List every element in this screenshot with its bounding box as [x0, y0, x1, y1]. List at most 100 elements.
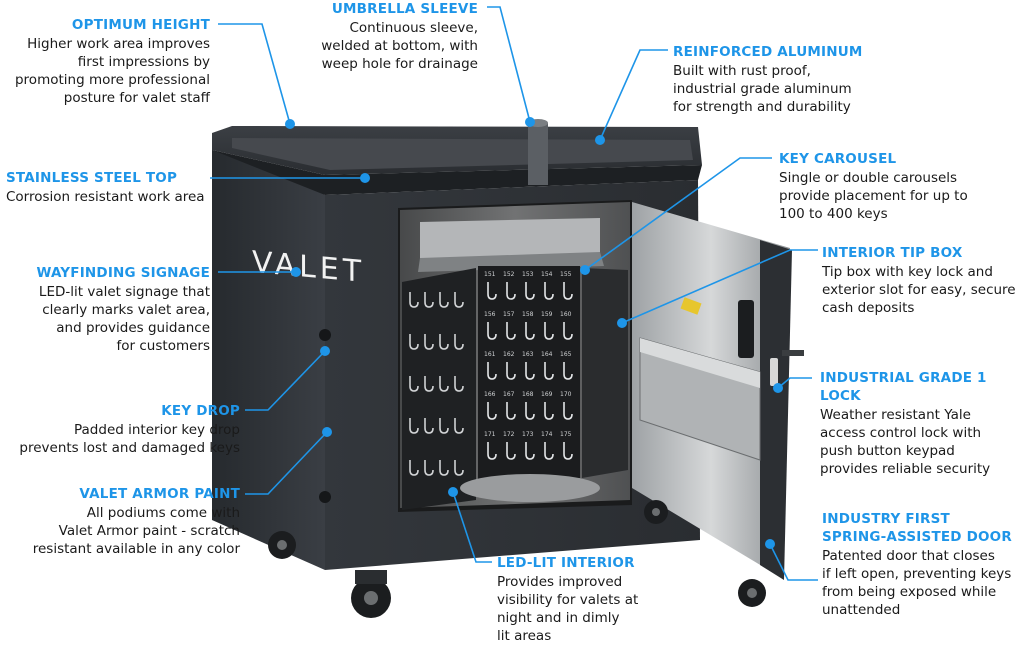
key-tag-number: 159: [541, 311, 553, 318]
key-hook: [454, 376, 464, 392]
key-hook: [487, 322, 497, 340]
key-tag-number: 153: [522, 271, 534, 278]
callout-title: UMBRELLA SLEEVE: [331, 1, 478, 17]
key-hook: [487, 402, 497, 420]
callout-optimum-height: OPTIMUM HEIGHT Higher work area improves…: [15, 16, 210, 107]
key-hook: [506, 322, 516, 340]
key-tag-number: 156: [484, 311, 496, 318]
key-hook: [424, 334, 434, 350]
key-tag-number: 168: [522, 391, 534, 398]
key-hook: [525, 362, 535, 380]
key-board-left: [402, 268, 476, 510]
key-hook: [409, 376, 419, 392]
callout-interior-tip-box: INTERIOR TIP BOX Tip box with key lock a…: [822, 244, 1016, 317]
callout-description: Single or double carousels provide place…: [779, 170, 968, 222]
key-tag-number: 172: [503, 431, 515, 438]
key-tag-number: 164: [541, 351, 553, 358]
callout-title: INTERIOR TIP BOX: [822, 245, 963, 261]
key-tag-number: 167: [503, 391, 515, 398]
key-hook: [454, 292, 464, 308]
callout-spring-door: INDUSTRY FIRST SPRING-ASSISTED DOOR Pate…: [822, 510, 1012, 619]
callout-led-lit-interior: LED-LIT INTERIOR Provides improved visib…: [497, 554, 638, 645]
callout-reinforced-aluminum: REINFORCED ALUMINUM Built with rust proo…: [673, 43, 863, 116]
key-tag-number: 173: [522, 431, 534, 438]
cabinet-top: [212, 126, 702, 195]
callout-title: OPTIMUM HEIGHT: [71, 17, 210, 33]
key-tag-number: 169: [541, 391, 553, 398]
key-tag-number: 175: [560, 431, 572, 438]
leader-lines: [210, 6, 818, 581]
callout-umbrella-sleeve: UMBRELLA SLEEVE Continuous sleeve, welde…: [321, 0, 478, 73]
key-hook: [487, 282, 497, 300]
key-tag-number: 165: [560, 351, 572, 358]
key-hook: [424, 376, 434, 392]
key-hook: [439, 292, 449, 308]
key-hook: [409, 418, 419, 434]
key-hook: [563, 362, 573, 380]
key-hook: [544, 322, 554, 340]
callout-description: Padded interior key drop prevents lost a…: [19, 422, 240, 456]
key-hook: [544, 282, 554, 300]
callout-title: INDUSTRIAL GRADE 1 LOCK: [820, 370, 987, 404]
key-hook: [506, 442, 516, 460]
callout-description: Corrosion resistant work area: [6, 189, 205, 205]
key-tag-number: 151: [484, 271, 496, 278]
key-tag-number: 162: [503, 351, 515, 358]
keypad-lock: [738, 300, 754, 358]
callout-key-carousel: KEY CAROUSEL Single or double carousels …: [779, 150, 968, 223]
key-tag-number: 170: [560, 391, 572, 398]
key-tag-number: 161: [484, 351, 496, 358]
callout-wayfinding-signage: WAYFINDING SIGNAGE LED-lit valet signage…: [36, 264, 210, 355]
key-hook: [487, 442, 497, 460]
key-hook: [454, 418, 464, 434]
key-hook: [424, 418, 434, 434]
callout-description: Higher work area improves first impressi…: [14, 36, 210, 106]
key-tag-number: 163: [522, 351, 534, 358]
key-hook: [409, 292, 419, 308]
key-hook: [454, 334, 464, 350]
key-hook: [525, 402, 535, 420]
key-hook: [439, 334, 449, 350]
key-carousel: [478, 266, 580, 488]
key-hook: [544, 402, 554, 420]
callout-key-drop: KEY DROP Padded interior key drop preven…: [19, 402, 240, 457]
callout-description: Provides improved visibility for valets …: [497, 574, 639, 644]
key-hook: [544, 362, 554, 380]
callout-description: Patented door that closes if left open, …: [822, 548, 1012, 618]
key-hook: [506, 402, 516, 420]
callout-stainless-steel-top: STAINLESS STEEL TOP Corrosion resistant …: [6, 169, 205, 206]
key-tag-number: 174: [541, 431, 553, 438]
key-hook: [409, 334, 419, 350]
key-hook: [525, 322, 535, 340]
caster-wheels: [268, 500, 766, 618]
callout-title: INDUSTRY FIRST SPRING-ASSISTED DOOR: [822, 511, 1012, 545]
key-hook: [439, 376, 449, 392]
key-hook: [439, 460, 449, 476]
key-hook: [525, 442, 535, 460]
key-tag-number: 152: [503, 271, 515, 278]
key-hook: [487, 362, 497, 380]
callout-title: WAYFINDING SIGNAGE: [36, 265, 210, 281]
key-tag-number: 166: [484, 391, 496, 398]
key-hook: [563, 402, 573, 420]
spring-assisted-door: [632, 202, 804, 580]
key-tag-number: 158: [522, 311, 534, 318]
callout-industrial-lock: INDUSTRIAL GRADE 1 LOCK Weather resistan…: [820, 369, 1024, 478]
key-hook: [563, 322, 573, 340]
key-hook: [506, 282, 516, 300]
key-tag-number: 160: [560, 311, 572, 318]
callout-description: All podiums come with Valet Armor paint …: [32, 505, 240, 557]
key-hook: [563, 442, 573, 460]
callout-description: Continuous sleeve, welded at bottom, wit…: [321, 20, 478, 72]
callout-title: VALET ARMOR PAINT: [79, 486, 240, 502]
key-hook: [454, 460, 464, 476]
callout-description: LED-lit valet signage that clearly marks…: [38, 284, 210, 354]
callout-title: REINFORCED ALUMINUM: [673, 44, 863, 60]
callout-title: KEY DROP: [161, 403, 240, 419]
key-hook: [424, 460, 434, 476]
callout-description: Weather resistant Yale access control lo…: [820, 407, 991, 477]
callout-title: LED-LIT INTERIOR: [497, 555, 635, 571]
key-hook: [409, 460, 419, 476]
key-tag-number: 154: [541, 271, 553, 278]
